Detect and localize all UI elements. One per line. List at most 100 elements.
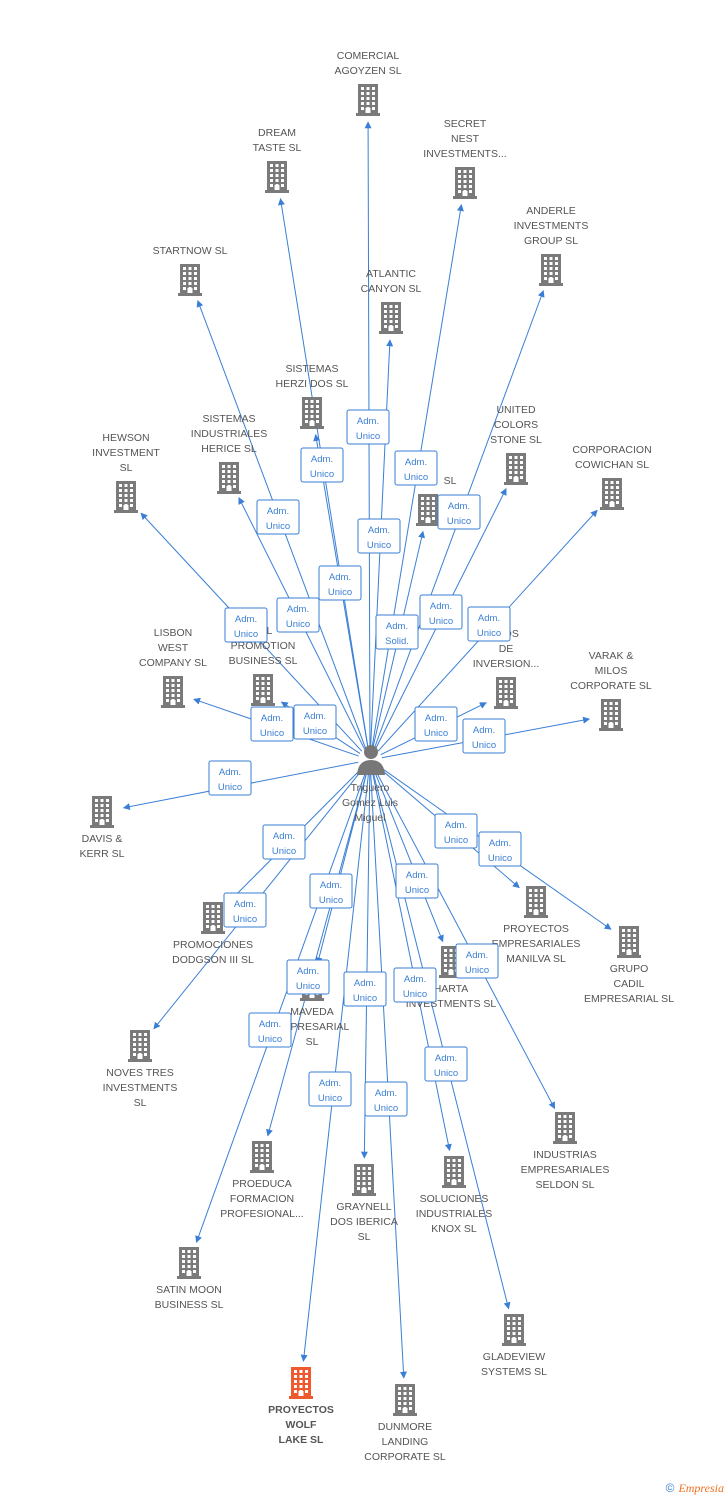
edge-label-text: Unico bbox=[319, 895, 343, 906]
building-icon bbox=[289, 1367, 313, 1399]
edge-label-lisbon-west[interactable]: Adm.Unico bbox=[250, 706, 294, 742]
building-icon bbox=[114, 481, 138, 513]
edge-label-comercial-agoyzen[interactable]: Adm.Unico bbox=[346, 409, 390, 445]
edge-label-satin-moon[interactable]: Adm.Unico bbox=[248, 1012, 292, 1048]
company-label: STONE SL bbox=[490, 434, 542, 446]
edge-label-harta[interactable]: Adm.Unico bbox=[395, 863, 439, 899]
company-label: SISTEMAS bbox=[285, 363, 338, 375]
edge-label-industrias-seldon[interactable]: Adm.Unico bbox=[455, 943, 499, 979]
building-icon bbox=[524, 886, 548, 918]
building-icon bbox=[128, 1030, 152, 1062]
building-icon bbox=[599, 699, 623, 731]
edge-label-promotion-business[interactable]: Adm.Unico bbox=[293, 704, 337, 740]
edge-label-grupo-cadil[interactable]: Adm.Unico bbox=[478, 831, 522, 867]
edge-label-text: Adm. bbox=[406, 870, 428, 881]
edge-label-united-colors[interactable]: Adm.Unico bbox=[419, 594, 463, 630]
edge-label-davis-kerr[interactable]: Adm.Unico bbox=[208, 760, 252, 796]
edge-label-text: Unico bbox=[234, 629, 258, 640]
company-label: LAKE SL bbox=[279, 1434, 325, 1446]
company-node-studios-inversion[interactable]: DIOSDEINVERSION... bbox=[473, 628, 540, 709]
edge-label-graynell[interactable]: Adm.Unico bbox=[343, 971, 387, 1007]
edge-label-soluciones-knox[interactable]: Adm.Unico bbox=[393, 967, 437, 1003]
company-label: SOLUCIONES bbox=[420, 1193, 489, 1205]
edge-label-maveda[interactable]: Adm.Unico bbox=[223, 892, 267, 928]
edge-label-sistemas-herzi[interactable]: Adm.Unico bbox=[318, 565, 362, 601]
building-icon bbox=[352, 1164, 376, 1196]
edge-label-gladeview[interactable]: Adm.Unico bbox=[424, 1046, 468, 1082]
edge-label-corporacion-cowichan[interactable]: Adm.Unico bbox=[467, 606, 511, 642]
edge-label-text: Unico bbox=[477, 628, 501, 639]
edge-label-text: Adm. bbox=[261, 713, 283, 724]
edge-label-text: Unico bbox=[218, 782, 242, 793]
edge-label-anderle[interactable]: Adm.Unico bbox=[437, 494, 481, 530]
person-label: Miguel bbox=[355, 812, 386, 824]
edge-label-proeduca[interactable]: Adm.Unico bbox=[309, 873, 353, 909]
edge-label-text: Unico bbox=[266, 521, 290, 532]
edge-label-text: Unico bbox=[258, 1034, 282, 1045]
edge-label-text: Unico bbox=[434, 1068, 458, 1079]
building-icon bbox=[379, 302, 403, 334]
person-label: Triguero bbox=[351, 782, 390, 794]
company-node-secret-nest[interactable]: SECRETNESTINVESTMENTS... bbox=[423, 118, 507, 199]
edge-label-sistemas-herice[interactable]: Adm.Unico bbox=[276, 597, 320, 633]
edge-label-hewson[interactable]: Adm.Unico bbox=[224, 607, 268, 643]
edge-harta bbox=[374, 770, 444, 943]
edge-label-hidden-sl[interactable]: Adm.Solid. bbox=[375, 614, 419, 650]
edge-label-text: Adm. bbox=[473, 725, 495, 736]
company-node-promotion-business[interactable]: ELLPROMOTIONBUSINESS SL bbox=[229, 625, 298, 706]
company-label: CADIL bbox=[614, 978, 645, 990]
company-node-hidden-sl[interactable]: SL bbox=[416, 475, 457, 526]
edge-label-text: Unico bbox=[374, 1103, 398, 1114]
edge-label-varak-milos[interactable]: Adm.Unico bbox=[462, 718, 506, 754]
company-label: INDUSTRIALES bbox=[191, 428, 267, 440]
edge-label-dream-taste[interactable]: Adm.Unico bbox=[300, 447, 344, 483]
edge-label-atlantic-canyon[interactable]: Adm.Unico bbox=[357, 518, 401, 554]
edge-label-dunmore-landing[interactable]: Adm.Unico bbox=[364, 1081, 408, 1117]
edge-label-text: Unico bbox=[233, 914, 257, 925]
edge-label-studios-inversion[interactable]: Adm.Unico bbox=[414, 706, 458, 742]
edge-label-secret-nest[interactable]: Adm.Unico bbox=[394, 450, 438, 486]
edge-dunmore-landing bbox=[370, 771, 407, 1379]
edge-label-noves-tres[interactable]: Adm.Unico bbox=[286, 959, 330, 995]
building-icon bbox=[250, 1141, 274, 1173]
company-node-davis-kerr[interactable]: DAVIS &KERR SL bbox=[80, 796, 125, 860]
edge-label-proyectos-manilva[interactable]: Adm.Unico bbox=[434, 813, 478, 849]
company-label: GROUP SL bbox=[524, 235, 578, 247]
edge-label-proyectos-wolf-lake[interactable]: Adm.Unico bbox=[308, 1071, 352, 1107]
company-label: INDUSTRIAS bbox=[533, 1149, 597, 1161]
company-label: EMPRESARIALES bbox=[492, 938, 581, 950]
company-label: INVESTMENTS... bbox=[423, 148, 506, 160]
company-node-startnow[interactable]: STARTNOW SL bbox=[153, 245, 228, 296]
building-icon bbox=[161, 676, 185, 708]
edge-label-startnow[interactable]: Adm.Unico bbox=[256, 499, 300, 535]
company-node-proeduca[interactable]: PROEDUCAFORMACIONPROFESIONAL... bbox=[220, 1141, 304, 1220]
edge-label-promociones-dodgson[interactable]: Adm.Unico bbox=[262, 824, 306, 860]
company-label: COMERCIAL bbox=[337, 50, 400, 62]
building-icon bbox=[494, 677, 518, 709]
